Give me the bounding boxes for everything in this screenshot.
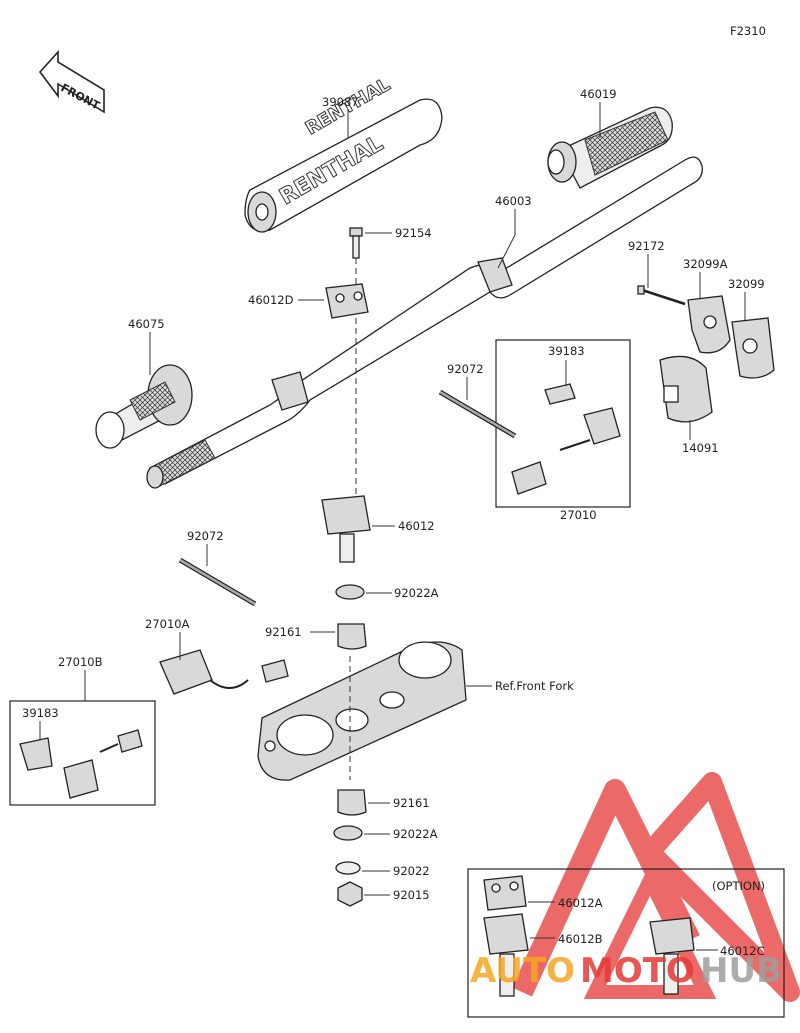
watermark-hub: HUB (700, 951, 782, 991)
label-46075: 46075 (128, 317, 165, 331)
bolt-92154 (349, 227, 363, 259)
clamp-46012B (483, 913, 529, 997)
label-46012A: 46012A (558, 896, 603, 910)
clip-39183-left (19, 737, 53, 771)
label-39183-left: 39183 (22, 706, 59, 720)
label-46003: 46003 (495, 194, 532, 208)
label-92015: 92015 (393, 888, 430, 902)
housing-32099 (731, 317, 775, 379)
clamp-46012A (483, 875, 527, 911)
label-46012D: 46012D (248, 293, 294, 307)
label-46012B: 46012B (558, 932, 603, 946)
label-39087: 39087 (322, 95, 359, 109)
watermark-text: AUTO MOTO HUB (470, 951, 782, 991)
clamp-46012D (325, 283, 369, 319)
bushing-92161-top (337, 623, 367, 650)
label-46012: 46012 (398, 519, 435, 533)
screw-92172 (637, 285, 686, 306)
grip-46019 (547, 106, 673, 189)
triple-clamp (257, 641, 467, 781)
watermark-moto: MOTO (580, 951, 695, 991)
label-92022A-top: 92022A (394, 586, 439, 600)
washer-92022A-bottom (333, 825, 363, 841)
label-ref-front-fork: Ref.Front Fork (495, 679, 574, 693)
switch-27010A (159, 649, 289, 695)
label-92161-bottom: 92161 (393, 796, 430, 810)
label-92022A-bottom: 92022A (393, 827, 438, 841)
washer-92022A-top (335, 584, 365, 600)
grip-46075 (95, 364, 193, 449)
label-32099: 32099 (728, 277, 765, 291)
bushing-92161-bottom (337, 789, 367, 816)
kill-switch-27010 (511, 407, 621, 495)
label-92161-top: 92161 (265, 625, 302, 639)
nut-92015 (337, 881, 363, 907)
label-46012C: 46012C (720, 944, 765, 958)
diagram-code: F2310 (730, 24, 766, 38)
front-arrow-icon: FRONT (38, 49, 105, 114)
clamp-46012C (649, 917, 695, 995)
cover-14091 (659, 355, 713, 423)
washer-92022 (335, 861, 361, 875)
clamp-46012 (321, 495, 371, 563)
label-39183-top: 39183 (548, 344, 585, 358)
label-92154: 92154 (395, 226, 432, 240)
clip-39183-top (544, 383, 576, 405)
option-box (467, 868, 785, 1018)
label-92072-mid: 92072 (187, 529, 224, 543)
label-92022: 92022 (393, 864, 430, 878)
label-46019: 46019 (580, 87, 617, 101)
watermark-auto: AUTO (470, 951, 575, 991)
cable-tie-92072-mid (178, 557, 257, 607)
handlebar-46003 (146, 156, 703, 489)
label-92172: 92172 (628, 239, 665, 253)
label-32099A: 32099A (683, 257, 728, 271)
option-label: (OPTION) (712, 879, 765, 893)
cable-tie-92072-top (438, 389, 517, 439)
label-27010B: 27010B (58, 655, 103, 669)
kill-switch-27010B (63, 729, 143, 799)
switch-box-27010B (9, 700, 156, 806)
label-92072-top: 92072 (447, 362, 484, 376)
label-27010A: 27010A (145, 617, 190, 631)
label-27010: 27010 (560, 508, 597, 522)
label-14091: 14091 (682, 441, 719, 455)
housing-32099A (687, 295, 731, 354)
